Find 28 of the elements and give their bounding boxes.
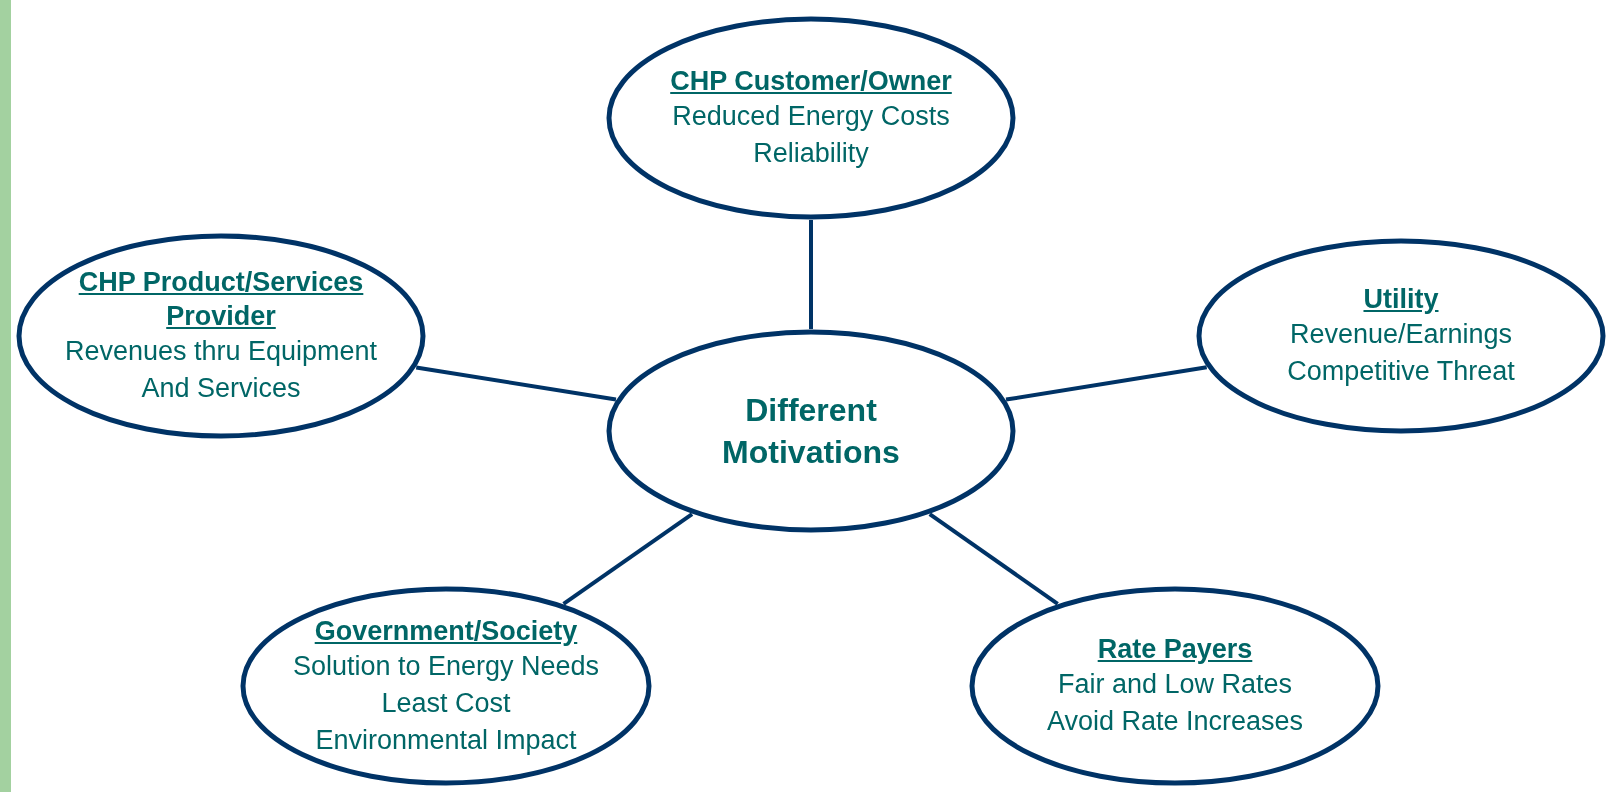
node-text: Solution to Energy Needs: [292, 649, 600, 683]
node-heading: Rate Payers: [1097, 633, 1253, 666]
connector-line: [562, 512, 694, 606]
connector-line: [928, 512, 1059, 606]
node-text: Revenue/Earnings: [1289, 318, 1513, 351]
connector-line: [1005, 365, 1208, 402]
connector-line: [809, 220, 813, 329]
node-heading: Utility: [1363, 283, 1439, 316]
ellipse-node: [240, 586, 652, 786]
ellipse-node: [969, 586, 1381, 786]
center-title: Different Motivations: [721, 391, 901, 472]
node-text: Reduced Energy Costs: [672, 100, 950, 133]
node-heading: CHP Customer/Owner: [670, 65, 952, 98]
node-heading: CHP Product/Services Provider: [77, 266, 365, 333]
connector-line: [415, 365, 617, 402]
node-text: And Services: [141, 372, 301, 405]
ellipse-node: [16, 233, 426, 439]
node-text: Environmental Impact: [315, 723, 577, 757]
ellipse-node: [606, 16, 1016, 220]
node-text: Avoid Rate Increases: [1046, 705, 1304, 738]
node-text: Revenues thru Equipment: [64, 335, 378, 368]
node-text: Least Cost: [381, 686, 511, 720]
node-heading: Government/Society: [314, 614, 578, 648]
node-text: Fair and Low Rates: [1057, 668, 1293, 701]
node-text: Reliability: [753, 137, 869, 170]
ellipse-node: [1196, 238, 1606, 434]
ellipse-node: [606, 329, 1016, 533]
node-text: Competitive Threat: [1287, 355, 1515, 388]
